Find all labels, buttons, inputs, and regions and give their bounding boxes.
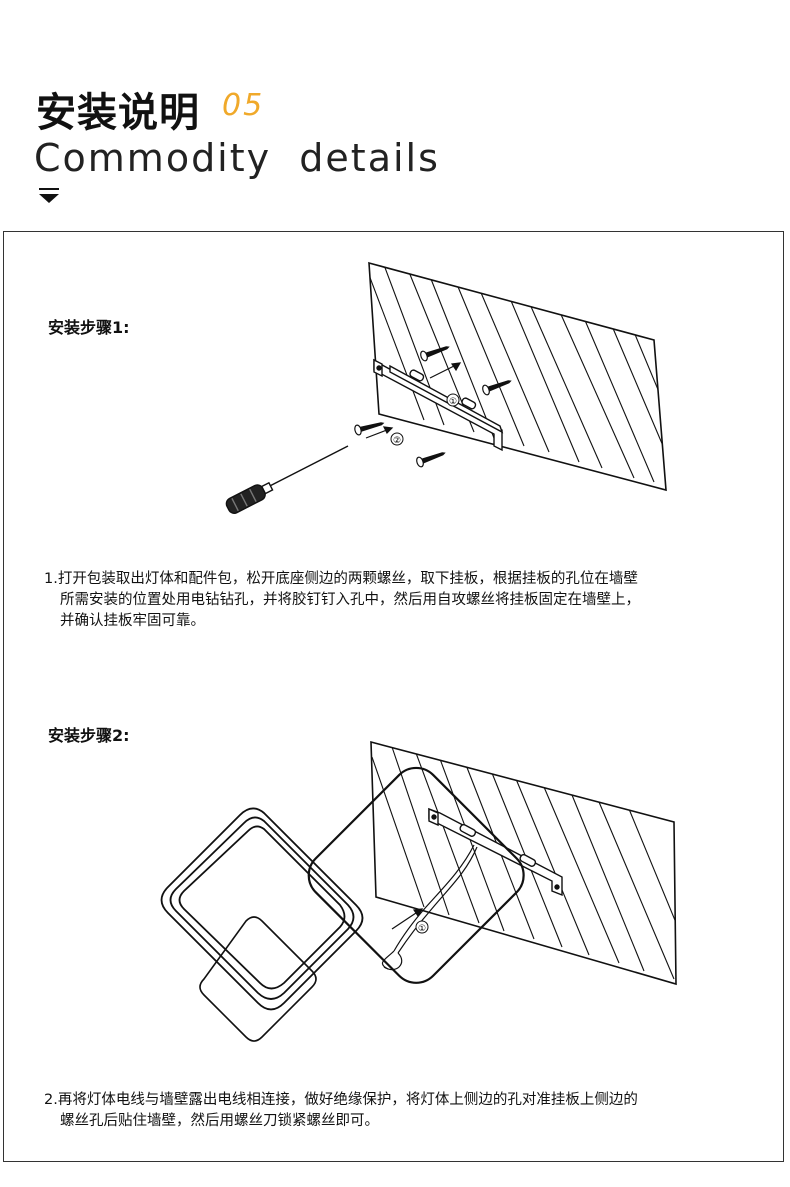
- lamp-frame: [307, 766, 525, 984]
- instructions-panel: 安装步骤1:: [3, 231, 784, 1162]
- down-arrow-icon: [39, 188, 59, 203]
- step-1-illustration: ① ②: [225, 261, 667, 514]
- wall-slab: [368, 261, 667, 492]
- arrow-icon: [365, 362, 462, 439]
- step-1-heading: 安装步骤1:: [48, 318, 130, 337]
- lamp-base: [199, 916, 317, 1042]
- arrow-icon: [391, 908, 424, 930]
- mounting-bracket: [428, 807, 563, 897]
- step-2-heading: 安装步骤2:: [48, 726, 130, 745]
- step-2-line-1: 2.再将灯体电线与墙壁露出电线相连接，做好绝缘保护，将灯体上侧边的孔对准挂板上侧…: [44, 1092, 638, 1108]
- step-1-line-3: 并确认挂板牢固可靠。: [60, 613, 205, 629]
- lamp-frame-outline: [160, 807, 364, 1011]
- step-marker: [415, 920, 429, 934]
- step-marker-1: ①: [449, 397, 457, 407]
- step-2-illustration: ①: [160, 740, 677, 1042]
- step-marker-2: ②: [393, 436, 401, 446]
- step-marker: [390, 393, 460, 446]
- step-2-marker-1: ①: [418, 924, 426, 934]
- mounting-bracket: [373, 358, 504, 452]
- step-1-line-1: 1.打开包装取出灯体和配件包，松开底座侧边的两颗螺丝，取下挂板，根据挂板的孔位在…: [44, 571, 638, 587]
- page-title: 安装说明: [36, 90, 200, 136]
- page-title-number: 05: [222, 88, 265, 123]
- step-2-description: 2.再将灯体电线与墙壁露出电线相连接，做好绝缘保护，将灯体上侧边的孔对准挂板上侧…: [44, 1090, 638, 1132]
- step-1-line-2: 所需安装的位置处用电钻钻孔，并将胶钉钉入孔中，然后用自攻螺丝将挂板固定在墙壁上，: [60, 592, 640, 608]
- step-2-line-2: 螺丝孔后贴住墙壁，然后用螺丝刀锁紧螺丝即可。: [60, 1113, 379, 1129]
- step-1-description: 1.打开包装取出灯体和配件包，松开底座侧边的两颗螺丝，取下挂板，根据挂板的孔位在…: [44, 569, 640, 632]
- screw-icon: [354, 346, 512, 468]
- page-subtitle: Commodity details: [34, 136, 440, 180]
- screwdriver-icon: [225, 445, 349, 514]
